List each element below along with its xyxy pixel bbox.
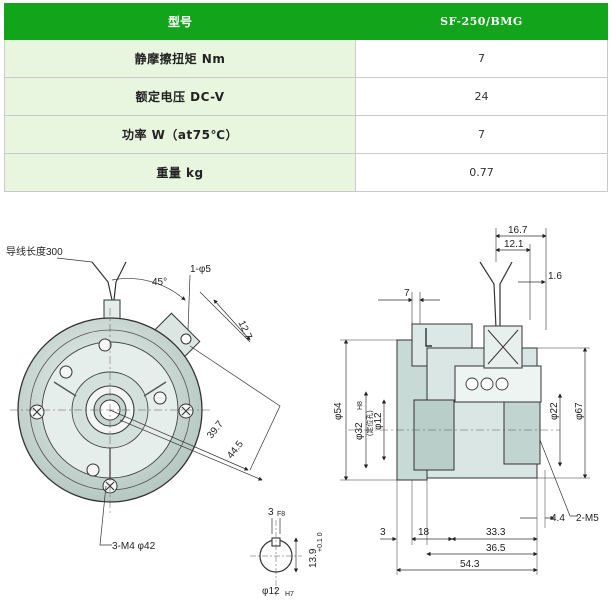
shaft-section: 3 F8 13.9 +0.1 0 φ12 H7 — [250, 507, 324, 598]
dim-phi67: φ67 — [574, 402, 585, 420]
dim-16-7: 16.7 — [508, 225, 528, 236]
spec-row: 重量 kg 0.77 — [4, 153, 608, 192]
dim-phi22: φ22 — [549, 402, 560, 420]
spec-row: 功率 W（at75℃） 7 — [4, 115, 608, 154]
spec-header-row: 型号 SF-250/BMG — [4, 3, 608, 40]
dim-phi32-note: (定位孔) — [365, 410, 374, 436]
dim-phi12: φ12 — [373, 412, 384, 430]
key-width-tol: F8 — [277, 511, 285, 518]
dim-54-3: 54.3 — [460, 559, 480, 570]
holes-label: 3-M4 φ42 — [112, 541, 156, 552]
front-view: 导线长度300 45° 1-φ5 12 — [6, 245, 281, 552]
spec-row-value: 7 — [355, 39, 608, 78]
lead-wire-label: 导线长度300 — [6, 245, 63, 258]
thread-label: 2-M5 — [576, 513, 599, 524]
key-width-label: 3 — [268, 507, 274, 518]
dim-phi32-tol: H8 — [357, 401, 364, 410]
dim-7: 7 — [404, 288, 410, 299]
key-depth-tol: +0.1 0 — [317, 532, 324, 552]
spec-row-label: 重量 kg — [4, 153, 356, 192]
spec-row-value: 0.77 — [355, 153, 608, 192]
dim-1-6: 1.6 — [548, 271, 562, 282]
dim-12-1: 12.1 — [504, 239, 524, 250]
spec-row-label: 额定电压 DC-V — [4, 77, 356, 116]
dim-33-3: 33.3 — [486, 527, 506, 538]
angle-label: 45° — [152, 277, 167, 288]
dim-18: 18 — [418, 527, 430, 538]
bore-label: φ12 — [262, 586, 280, 597]
dim-36-5: 36.5 — [486, 543, 506, 554]
hole-label: 1-φ5 — [190, 264, 211, 275]
spec-header-model: SF-250/BMG — [355, 3, 608, 40]
dim-44-5: 44.5 — [225, 439, 246, 461]
spec-header-label: 型号 — [4, 3, 356, 40]
spec-table: 型号 SF-250/BMG 静摩擦扭矩 Nm 7 额定电压 DC-V 24 功率… — [4, 3, 608, 192]
dim-3: 3 — [380, 527, 386, 538]
key-depth-label: 13.9 — [308, 548, 319, 568]
spec-row-value: 24 — [355, 77, 608, 116]
dim-phi54: φ54 — [333, 402, 344, 420]
bore-tol: H7 — [285, 591, 294, 598]
spec-row-value: 7 — [355, 115, 608, 154]
dim-4-4: 4.4 — [551, 513, 565, 524]
spec-row-label: 功率 W（at75℃） — [4, 115, 356, 154]
spec-row: 额定电压 DC-V 24 — [4, 77, 608, 116]
dim-39-7: 39.7 — [205, 419, 226, 441]
dim-phi32: φ32 — [354, 422, 365, 440]
side-view: 16.7 12.1 1.6 7 φ54 φ32 H8 (定位孔) φ12 — [333, 225, 599, 575]
